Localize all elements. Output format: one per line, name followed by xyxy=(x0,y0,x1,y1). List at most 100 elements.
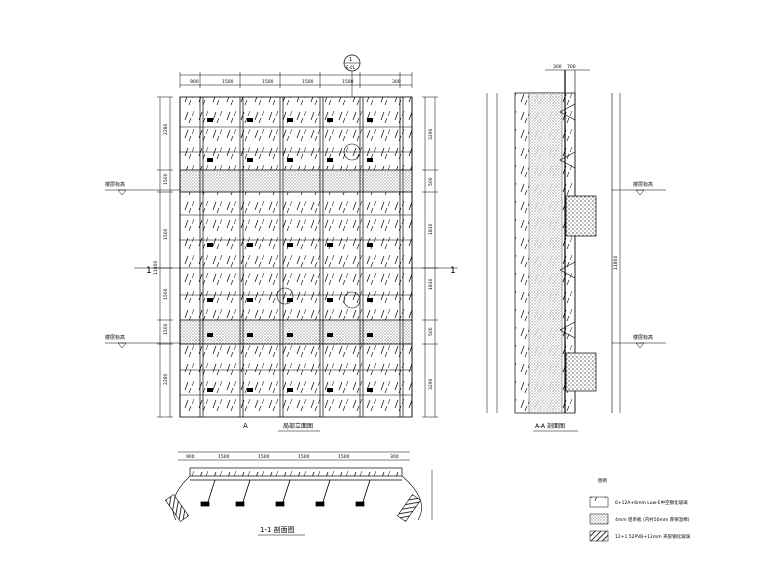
legend-title: 图例 xyxy=(598,477,607,484)
s11-fin-3 xyxy=(321,479,331,506)
fin-clip xyxy=(247,243,253,247)
left-dim-4: 1500 xyxy=(163,288,169,300)
svg-text:楼层标高: 楼层标高 xyxy=(105,334,125,341)
elevation-view: 900 1500 1500 1500 1500 300 2280 1500 15… xyxy=(105,54,458,432)
aa-bracket-1 xyxy=(559,151,576,161)
floor-level-lower-left: 楼层标高 xyxy=(105,334,180,349)
fin-clip xyxy=(327,298,333,302)
fin-clip xyxy=(327,243,333,247)
fin-clip xyxy=(367,118,373,122)
aa-total-dim: 11800 xyxy=(613,256,619,270)
section-11-arc-right xyxy=(401,475,422,521)
fin-clip xyxy=(327,158,333,162)
elevation-top-dims: 900 1500 1500 1500 1500 300 xyxy=(190,79,401,85)
section-11-end-left xyxy=(165,494,189,522)
fin-clip xyxy=(207,118,213,122)
s11-fin-4 xyxy=(361,479,371,506)
fin-clip xyxy=(247,333,253,337)
legend-item-3: 12+1.52PVB+12mm 夹胶钢化玻璃 xyxy=(615,533,691,540)
top-dim-5: 1500 xyxy=(342,79,354,85)
legend-swatch-panel xyxy=(589,513,609,525)
aa-bracket-2 xyxy=(559,261,576,271)
detail-bubble-3 xyxy=(343,291,361,309)
fin-clip xyxy=(287,243,293,247)
aa-bracket-0 xyxy=(559,103,576,113)
elevation-axis-label: A xyxy=(243,422,248,430)
fin-clip xyxy=(367,243,373,247)
fin-clip xyxy=(247,158,253,162)
left-dim-5: 1500 xyxy=(163,323,169,335)
floor-level-upper-left: 楼层标高 xyxy=(105,181,180,196)
s11-fin-cap-3 xyxy=(315,501,325,507)
aa-top-dim-1: 300 xyxy=(553,64,562,70)
fin-clip xyxy=(207,333,213,337)
right-dim-2: 500 xyxy=(428,177,434,186)
elevation-transoms xyxy=(180,126,412,396)
s11-dim-2: 1500 xyxy=(218,454,230,460)
aa-bracket-b-0 xyxy=(559,111,576,121)
s11-fin-cap-4 xyxy=(355,501,365,507)
section-aa-slab-upper xyxy=(565,195,597,237)
aa-bracket-b-2 xyxy=(559,269,576,279)
svg-text:楼层标高: 楼层标高 xyxy=(633,334,653,341)
legend: 图例 6+12A+6mm Low-E中空钢化玻璃 4mm 铝单板 (内衬50mm… xyxy=(589,477,691,542)
s11-fin-cap-0 xyxy=(200,501,210,507)
s11-fin-1 xyxy=(241,479,251,506)
top-dim-6: 300 xyxy=(392,79,401,85)
fin-clip xyxy=(287,333,293,337)
top-dim-4: 1500 xyxy=(302,79,314,85)
s11-dim-5: 1500 xyxy=(338,454,350,460)
left-dim-2: 1500 xyxy=(163,173,169,185)
elevation-left-dims: 2280 1500 1500 1500 1500 2280 11800 xyxy=(153,123,169,385)
fin-clip xyxy=(327,118,333,122)
spandrel-band-lower xyxy=(179,319,413,345)
aa-bracket-3 xyxy=(559,321,576,331)
fin-clip xyxy=(287,388,293,392)
detail-bubble-2 xyxy=(276,287,294,305)
fin-clip xyxy=(367,333,373,337)
fin-clip xyxy=(247,298,253,302)
section-aa-title: A-A 剖面图 xyxy=(535,422,565,430)
spandrel-band-upper xyxy=(179,169,413,193)
svg-text:楼层标高: 楼层标高 xyxy=(105,181,125,188)
elevation-axis-left: 1 xyxy=(146,266,152,276)
elevation-title: 局部立面图 xyxy=(283,422,313,430)
fin-clip xyxy=(367,388,373,392)
elevation-axis-right: 1 xyxy=(450,266,456,276)
right-dim-5: 500 xyxy=(428,327,434,336)
fin-clip xyxy=(327,333,333,337)
fin-clip xyxy=(287,158,293,162)
section-11-end-right xyxy=(397,494,421,522)
right-dim-1: 3290 xyxy=(428,128,434,140)
legend-swatch-laminated xyxy=(589,530,609,542)
s11-dim-3: 1500 xyxy=(258,454,270,460)
s11-fin-2 xyxy=(281,479,291,506)
left-dim-3: 1500 xyxy=(163,228,169,240)
callout-top-number: 1 xyxy=(349,57,352,63)
fin-clip xyxy=(287,298,293,302)
fin-clip xyxy=(367,158,373,162)
fin-clip xyxy=(367,298,373,302)
section-11-glass xyxy=(189,467,403,477)
s11-fin-cap-2 xyxy=(275,501,285,507)
s11-dim-1: 900 xyxy=(186,454,195,460)
right-dim-6: 3290 xyxy=(428,378,434,390)
legend-swatch-glass xyxy=(589,496,609,508)
s11-dim-4: 1500 xyxy=(298,454,310,460)
fin-clip xyxy=(207,298,213,302)
callout-top-sub: E-01 xyxy=(346,65,356,70)
aa-bracket-b-3 xyxy=(559,329,576,339)
right-dim-3: 1830 xyxy=(428,223,434,235)
section-aa-brackets xyxy=(559,103,576,339)
legend-item-1: 6+12A+6mm Low-E中空钢化玻璃 xyxy=(615,499,688,506)
top-dim-2: 1500 xyxy=(222,79,234,85)
svg-text:楼层标高: 楼层标高 xyxy=(633,181,653,188)
legend-item-2: 4mm 铝单板 (内衬50mm 厚保温棉) xyxy=(615,516,690,523)
elevation-glass-field xyxy=(179,96,413,418)
aa-bracket-b-1 xyxy=(559,159,576,169)
section-aa-slab-lower xyxy=(565,352,597,392)
elevation-right-dims: 3290 500 1830 1830 500 3290 xyxy=(428,128,434,390)
section-11-fins xyxy=(200,479,371,507)
